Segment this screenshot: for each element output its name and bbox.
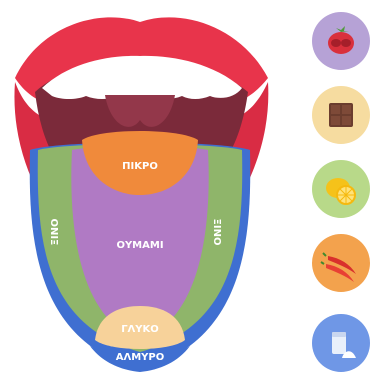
label-sour-left: ΞΙΝΟ (50, 219, 61, 246)
chocolate-icon (312, 86, 370, 144)
label-salty: ΑΛΜΥΡΟ (116, 352, 165, 363)
chili-pepper-icon (312, 234, 370, 292)
tomato-icon (312, 12, 370, 70)
label-bitter: ΠΙΚΡΟ (122, 161, 158, 172)
label-sour-right: ΞΙΝΟ (211, 219, 222, 246)
tongue-diagram: ΠΙΚΡΟ ΟΥΜΑΜΙ ΞΙΝΟ ΞΙΝΟ ΓΛΥΚΟ ΑΛΜΥΡΟ (0, 0, 290, 376)
lemon-icon (312, 160, 370, 218)
label-umami: ΟΥΜΑΜΙ (116, 240, 163, 251)
label-sweet: ΓΛΥΚΟ (121, 324, 159, 335)
salt-icon (312, 314, 370, 372)
